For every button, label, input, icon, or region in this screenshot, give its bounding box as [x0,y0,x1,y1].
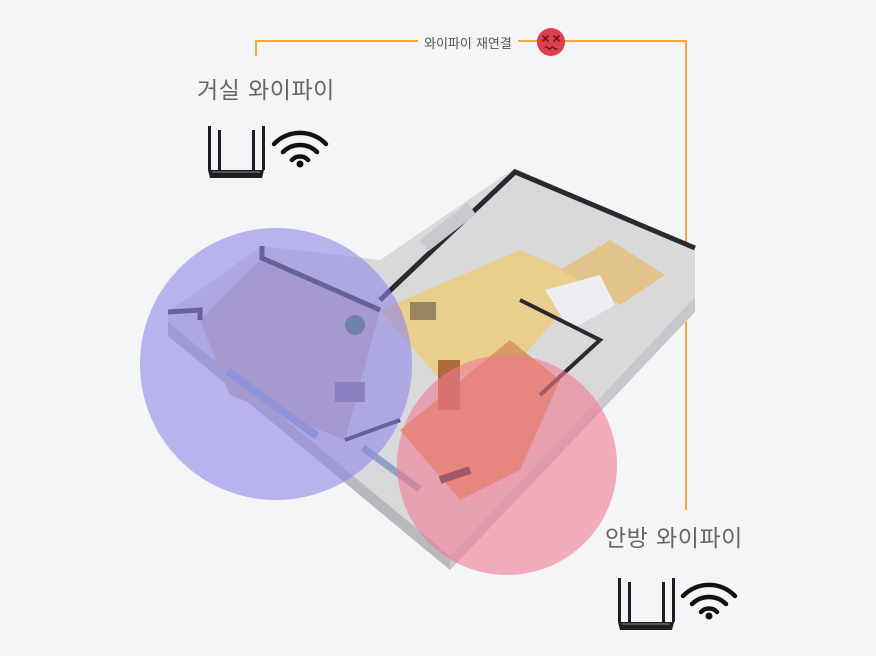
living-room-label: 거실 와이파이 [197,78,335,104]
bedroom-coverage-circle [397,355,617,575]
bedroom-router-icon [618,578,675,630]
living-room-router-icon [208,126,265,178]
living-room-wifi-signal-icon [271,130,329,168]
reconnect-label: 와이파이 재연결 [418,33,518,52]
bedroom-wifi-signal-icon [680,582,738,620]
bedroom-label: 안방 와이파이 [605,526,743,552]
dizzy-face-icon [537,28,565,56]
living-room-coverage-circle [140,228,412,500]
